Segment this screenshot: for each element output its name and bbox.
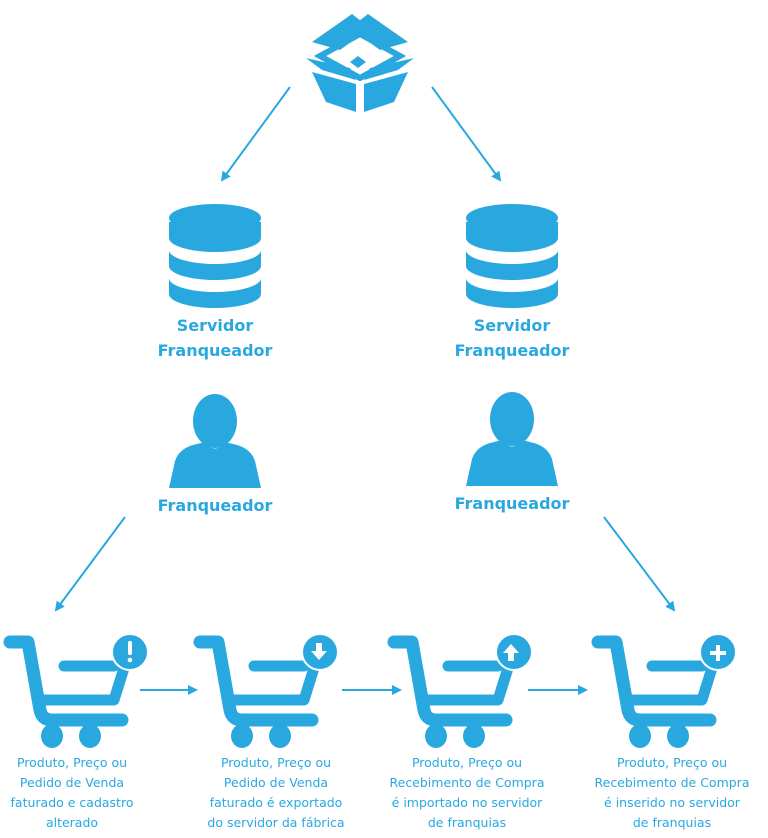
step-caption-line: de franquias	[633, 815, 711, 830]
user-label: Franqueador	[158, 496, 273, 515]
step-caption-line: Produto, Preço ou	[221, 755, 331, 770]
step-caption-line: Recebimento de Compra	[390, 775, 545, 790]
step-caption-line: é inserido no servidor	[604, 795, 741, 810]
server-label-line2: Franqueador	[455, 341, 570, 360]
arrow-box-to-server-left	[220, 86, 291, 182]
step-1: Produto, Preço ou Pedido de Venda fatura…	[10, 634, 148, 830]
arrow-user-to-step1	[54, 516, 126, 612]
step-caption-line: alterado	[46, 815, 98, 830]
step-caption-line: Pedido de Venda	[224, 775, 328, 790]
step-4: Produto, Preço ou Recebimento de Compra …	[595, 634, 750, 830]
arrow-user-to-step4	[603, 516, 676, 612]
arrow-down-icon	[311, 643, 327, 660]
step-caption-line: Recebimento de Compra	[595, 775, 750, 790]
step-caption-line: é importado no servidor	[392, 795, 543, 810]
step-caption-line: faturado e cadastro	[11, 795, 134, 810]
step-caption-line: do servidor da fábrica	[207, 815, 344, 830]
step-caption-line: faturado é exportado	[210, 795, 343, 810]
server-label-line2: Franqueador	[158, 341, 273, 360]
open-box-icon	[306, 14, 414, 112]
user-icon	[466, 392, 558, 486]
step-2: Produto, Preço ou Pedido de Venda fatura…	[200, 634, 345, 830]
step-caption-line: Produto, Preço ou	[412, 755, 522, 770]
user-icon	[169, 394, 261, 488]
step-caption-line: Produto, Preço ou	[17, 755, 127, 770]
database-icon	[466, 204, 558, 308]
database-icon	[169, 204, 261, 308]
user-right: Franqueador	[455, 392, 570, 513]
server-label-line1: Servidor	[177, 316, 254, 335]
user-left: Franqueador	[158, 394, 273, 515]
step-caption-line: Produto, Preço ou	[617, 755, 727, 770]
user-label: Franqueador	[455, 494, 570, 513]
plus-icon	[710, 645, 726, 661]
server-left: Servidor Franqueador	[158, 204, 273, 360]
arrow-up-icon	[503, 644, 519, 661]
step-3: Produto, Preço ou Recebimento de Compra …	[390, 634, 545, 830]
server-label-line1: Servidor	[474, 316, 551, 335]
server-right: Servidor Franqueador	[455, 204, 570, 360]
arrow-box-to-server-right	[431, 86, 502, 182]
step-caption-line: Pedido de Venda	[20, 775, 124, 790]
exclamation-icon	[127, 641, 133, 663]
step-caption-line: de franquias	[428, 815, 506, 830]
flow-arrows	[54, 86, 676, 695]
shopping-cart-icon	[10, 634, 148, 748]
